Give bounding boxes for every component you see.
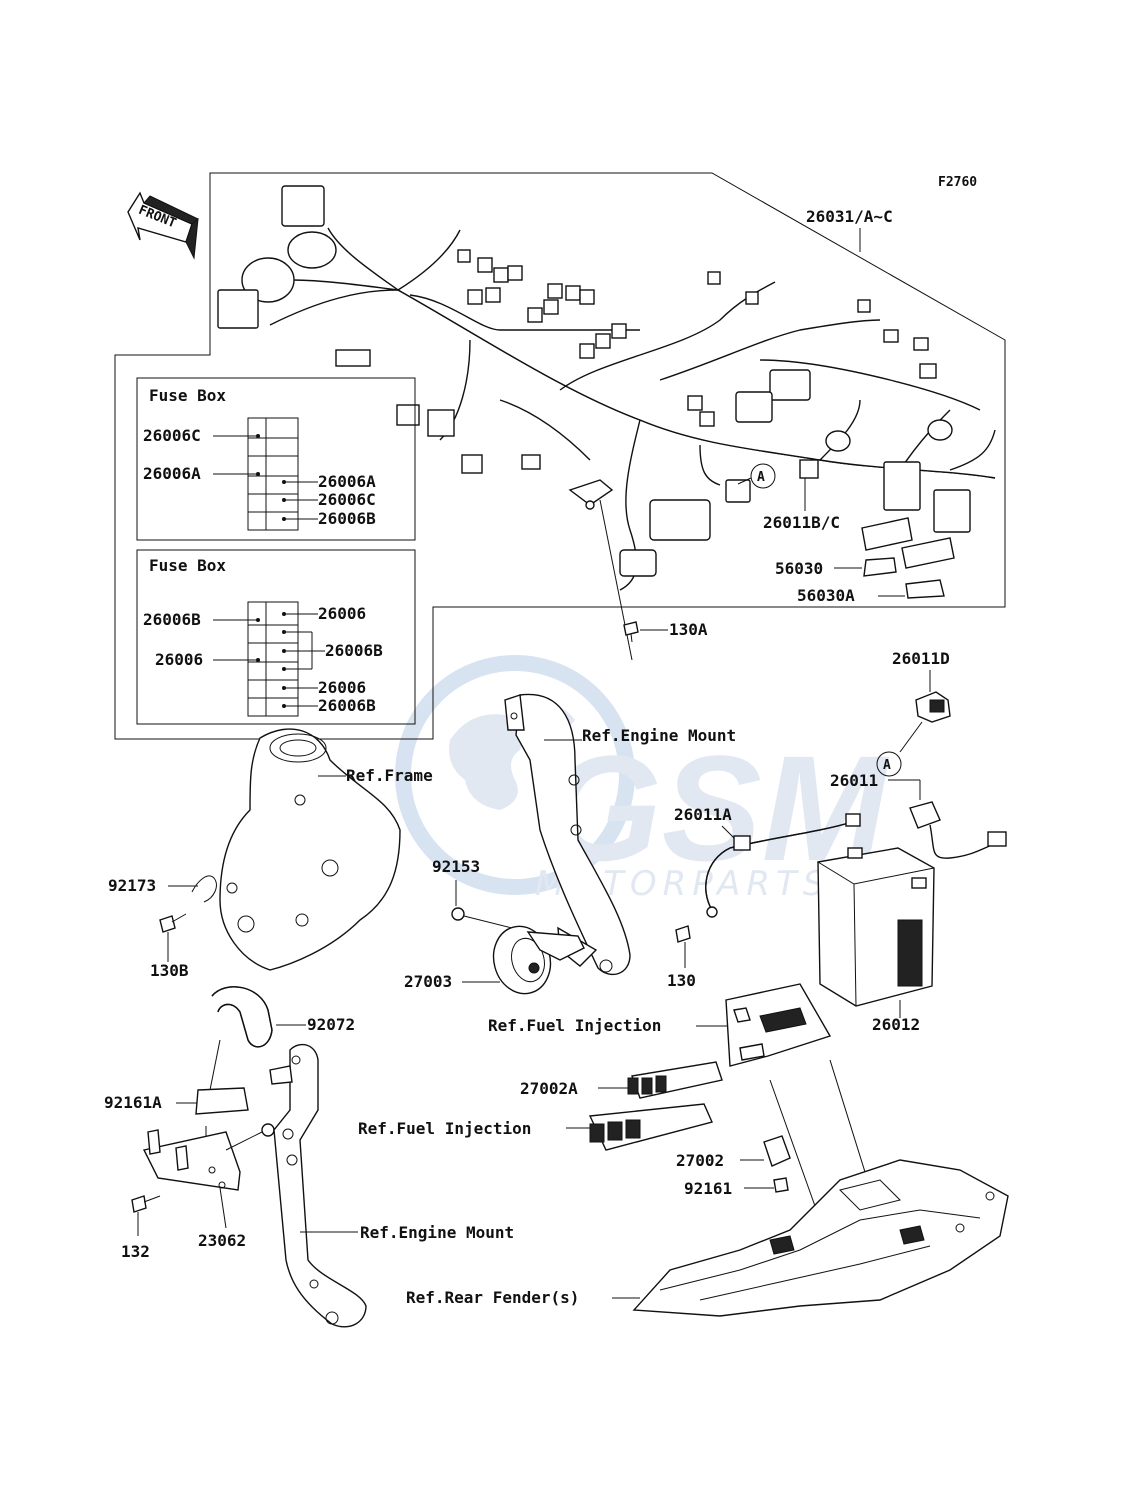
fuse-box-2-left-label: 26006 xyxy=(155,650,203,669)
ecu-27002a xyxy=(627,1061,723,1099)
harness-connector xyxy=(735,391,773,423)
bolt-132-icon xyxy=(131,1195,161,1213)
callout-a-harness: A xyxy=(750,463,776,489)
label-ref-rear-fender: Ref.Rear Fender(s) xyxy=(406,1288,579,1307)
wiring-harness xyxy=(217,185,996,591)
label-bolt-132: 132 xyxy=(121,1242,150,1261)
label-ref-fuel-injection-mid: Ref.Fuel Injection xyxy=(358,1119,531,1138)
harness-connector xyxy=(217,289,259,329)
label-bolt-130: 130 xyxy=(667,971,696,990)
pad-92161a xyxy=(195,1087,249,1115)
label-connector-bc: 26011B/C xyxy=(763,513,840,532)
harness-connector xyxy=(927,419,953,441)
battery-26012 xyxy=(817,847,935,1007)
label-harness: 26031/A~C xyxy=(806,207,893,226)
bolt-130a-icon xyxy=(623,621,639,643)
pad-92161 xyxy=(773,1177,789,1193)
label-bolt-130a: 130A xyxy=(669,620,708,639)
fuse-box-1-right-label: 26006A xyxy=(318,472,376,491)
nut-92153-icon xyxy=(451,907,465,921)
label-ref-engine-mount-bottom: Ref.Engine Mount xyxy=(360,1223,514,1242)
harness-connector xyxy=(933,489,971,533)
front-arrow-icon: FRONT xyxy=(127,191,199,260)
harness-connector xyxy=(649,499,711,541)
fuse-box-2-left-label: 26006B xyxy=(143,610,201,629)
rear-fender xyxy=(632,1159,1009,1317)
band-92072 xyxy=(211,986,273,1048)
label-bolt-130b: 130B xyxy=(150,961,189,980)
fuse-box-2-right-label: 26006B xyxy=(318,696,376,715)
connector-cluster xyxy=(457,249,937,427)
frame xyxy=(219,728,401,971)
label-horn-27003: 27003 xyxy=(404,972,452,991)
label-ref-engine-mount-top: Ref.Engine Mount xyxy=(582,726,736,745)
figure-code: F2760 xyxy=(938,175,977,190)
label-connector-d: 26011D xyxy=(892,649,950,668)
harness-connector xyxy=(825,430,851,452)
label-ecu-27002a: 27002A xyxy=(520,1079,578,1098)
fuse-box-2-right-label: 26006B xyxy=(325,641,383,660)
label-part-92173: 92173 xyxy=(108,876,156,895)
harness-connector xyxy=(799,459,819,479)
bracket-23062 xyxy=(142,1129,241,1191)
fuse-box-1-left-label: 26006C xyxy=(143,426,201,445)
label-ref-frame: Ref.Frame xyxy=(346,766,433,785)
svg-text:A: A xyxy=(757,470,765,485)
fuse-box-1-title: Fuse Box xyxy=(149,386,226,405)
fuse-box-2-right-label: 26006 xyxy=(318,678,366,697)
label-part-92153: 92153 xyxy=(432,857,480,876)
label-battery-26012: 26012 xyxy=(872,1015,920,1034)
fuse-box-1: Fuse Box 26006C 26006A 26006A 26006C 260… xyxy=(136,377,416,541)
harness-connector xyxy=(335,349,371,367)
harness-connector xyxy=(281,185,325,227)
label-cable-26011a: 26011A xyxy=(674,805,732,824)
harness-connector xyxy=(521,454,541,470)
connector-26011 xyxy=(909,801,1007,859)
fuse-box-2-title: Fuse Box xyxy=(149,556,226,575)
harness-connector xyxy=(427,409,455,437)
clip-92173 xyxy=(191,875,217,903)
harness-connector xyxy=(619,549,657,577)
label-cover-56030: 56030 xyxy=(775,559,823,578)
harness-connector xyxy=(396,404,420,426)
label-pad-92161: 92161 xyxy=(684,1179,732,1198)
connector-26011d xyxy=(915,691,951,723)
svg-text:A: A xyxy=(883,758,891,773)
fuse-box-2: Fuse Box 26006B 26006 26006 26006B 26006… xyxy=(136,549,416,725)
harness-connector xyxy=(287,231,337,269)
fuse-box-1-right-label: 26006C xyxy=(318,490,376,509)
callout-a-connector: A xyxy=(876,751,902,777)
watermark-globe-icon xyxy=(395,655,635,895)
label-connector-26011: 26011 xyxy=(830,771,878,790)
label-cover-56030a: 56030A xyxy=(797,586,855,605)
fuse-box-1-right-label: 26006B xyxy=(318,509,376,528)
fuse-box-2-right-label: 26006 xyxy=(318,604,366,623)
fuel-injection-module xyxy=(588,1103,713,1151)
bolt-130-icon xyxy=(675,925,691,943)
cover-56030 xyxy=(861,517,913,551)
harness-group-frame xyxy=(114,172,1006,740)
label-pad-92161a: 92161A xyxy=(104,1093,162,1112)
bolt-130b-icon xyxy=(159,913,187,933)
label-relay-27002: 27002 xyxy=(676,1151,724,1170)
harness-connector xyxy=(461,454,483,474)
harness-connector xyxy=(769,369,811,401)
relay-27002 xyxy=(763,1135,791,1167)
engine-mount-bottom xyxy=(269,1043,367,1328)
label-band-92072: 92072 xyxy=(307,1015,355,1034)
harness-connector xyxy=(883,461,921,511)
ground-bracket xyxy=(568,479,614,506)
label-ref-fuel-injection-top: Ref.Fuel Injection xyxy=(488,1016,661,1035)
fuse-box-1-left-label: 26006A xyxy=(143,464,201,483)
label-bracket-23062: 23062 xyxy=(198,1231,246,1250)
horn-27003 xyxy=(492,925,585,995)
harness-connector xyxy=(725,479,751,503)
fuel-injection-bracket xyxy=(725,983,832,1067)
cover-56030a xyxy=(901,537,955,569)
